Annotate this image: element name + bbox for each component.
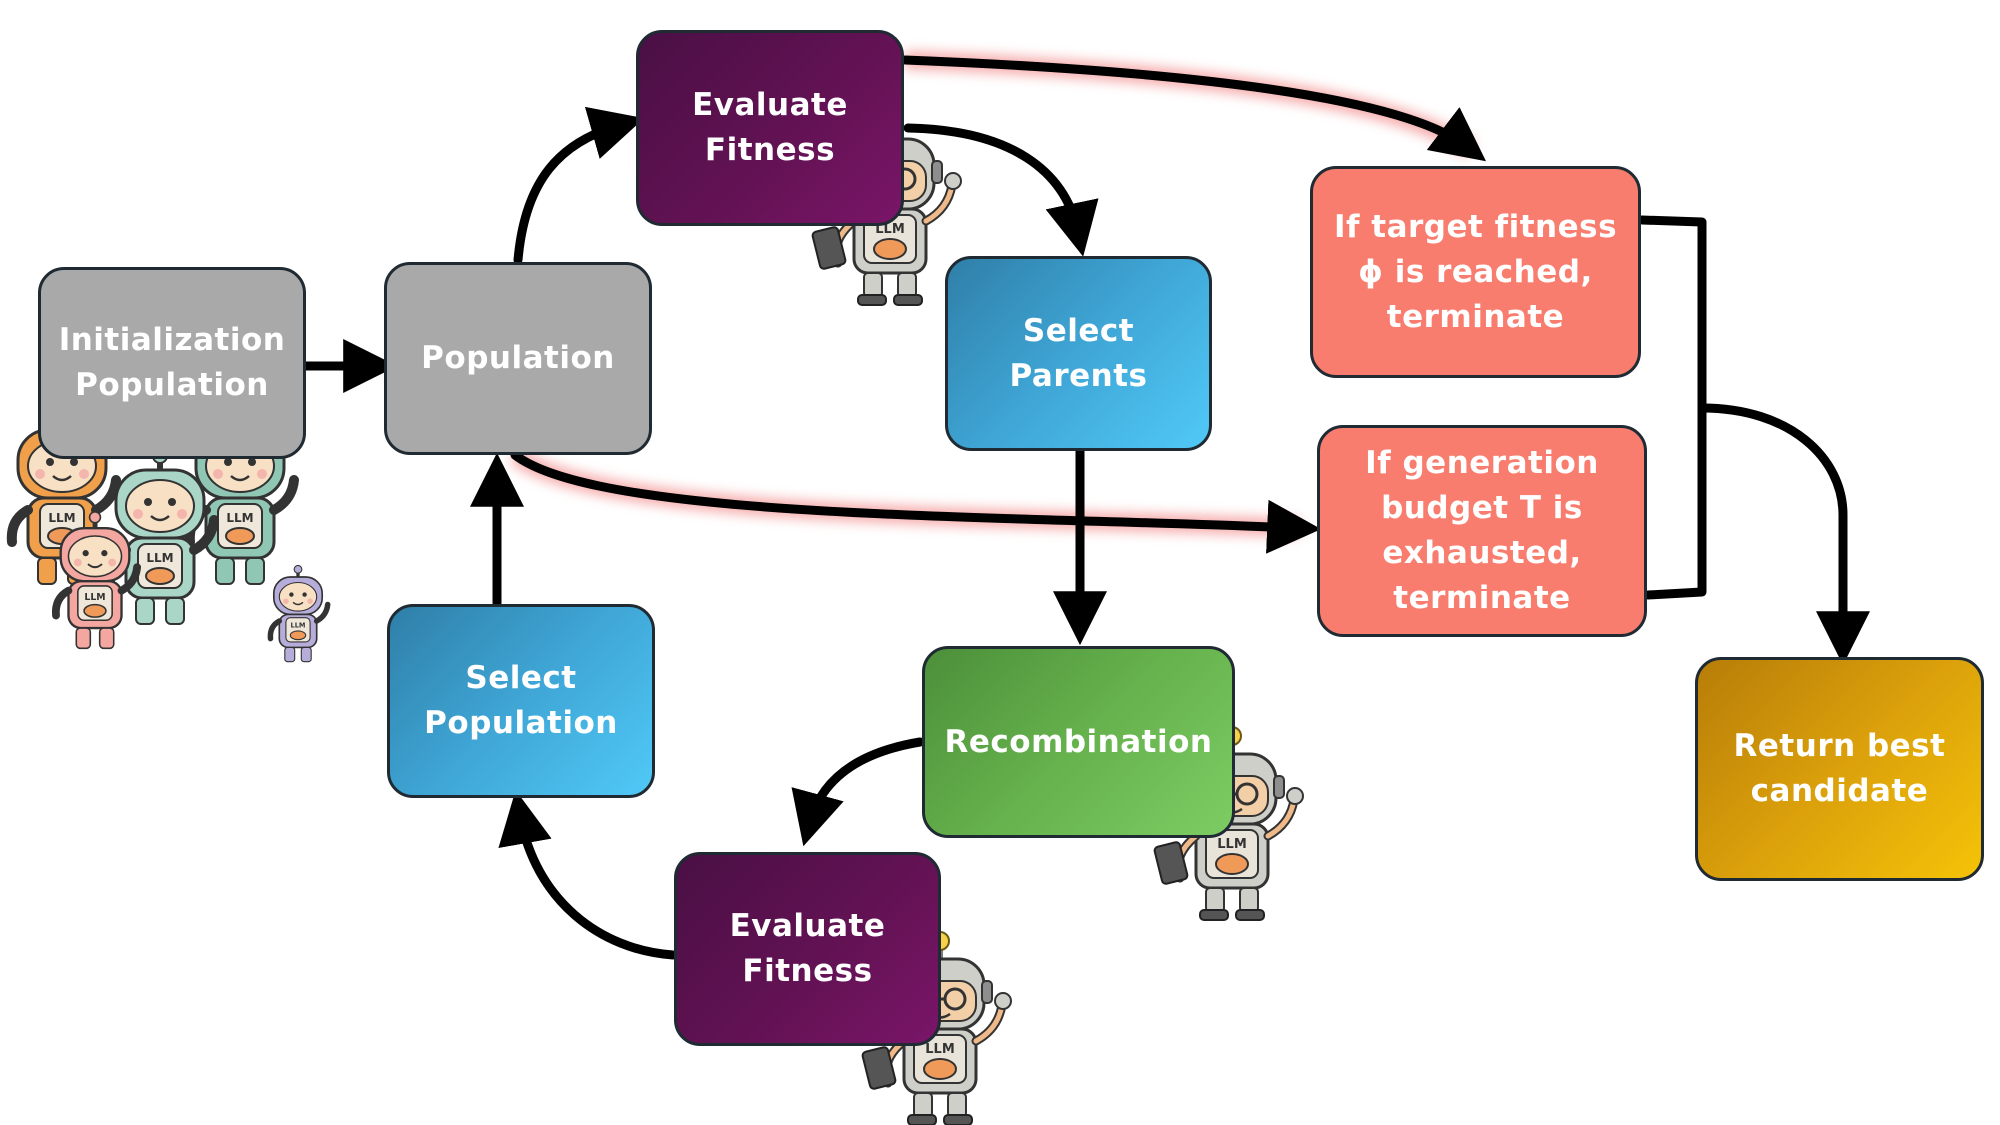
- node-target-fitness: If target fitness ϕ is reached, terminate: [1310, 166, 1641, 378]
- parents-line2: Parents: [1009, 357, 1148, 394]
- eval-bot-line2: Fitness: [742, 953, 873, 989]
- purple-robot-icon: [270, 565, 327, 661]
- node-generation-budget: If generation budget T is exhausted, termin…: [1317, 425, 1647, 637]
- arrow-evaluate-to-target: [900, 55, 1487, 162]
- recomb-line1: Recombination: [944, 723, 1213, 760]
- eval-top-line1: Evaluate: [692, 87, 848, 123]
- bracket-terminate: [1637, 215, 1707, 600]
- ret-line2: candidate: [1750, 773, 1929, 809]
- arrow-population-to-evaluate: [513, 106, 645, 265]
- budget-line2: budget T is: [1381, 490, 1583, 526]
- budget-line3: exhausted,: [1382, 535, 1582, 571]
- eval-bot-line1: Evaluate: [729, 908, 886, 944]
- target-line1: If target fitness: [1333, 208, 1618, 245]
- init-line2: Population: [75, 367, 269, 403]
- node-population: Population: [384, 262, 652, 455]
- pop-line1: Population: [421, 340, 615, 376]
- init-line1: Initialization: [58, 322, 286, 358]
- eval-top-line2: Fitness: [704, 132, 836, 168]
- arrow-evaluate-to-select-population: [498, 790, 678, 960]
- selpop-line2: Population: [424, 705, 618, 741]
- node-return-best-candidate: Return best candidate: [1695, 657, 1984, 881]
- arrow-recombination-to-evaluate: [791, 737, 925, 847]
- ret-line1: Return best: [1733, 728, 1946, 764]
- budget-line1: If generation: [1365, 445, 1599, 481]
- budget-line4: terminate: [1393, 580, 1571, 616]
- node-recombination: Recombination: [922, 646, 1235, 838]
- arrow-evaluate-to-parents: [903, 123, 1099, 257]
- target-line3: terminate: [1386, 298, 1565, 335]
- arrow-population-to-budget: [510, 450, 1322, 554]
- selpop-line1: Select: [465, 660, 577, 696]
- parents-line1: Select: [1022, 312, 1135, 349]
- target-line2: ϕ is reached,: [1358, 253, 1593, 290]
- arrow-bracket-to-return: [1697, 403, 1870, 666]
